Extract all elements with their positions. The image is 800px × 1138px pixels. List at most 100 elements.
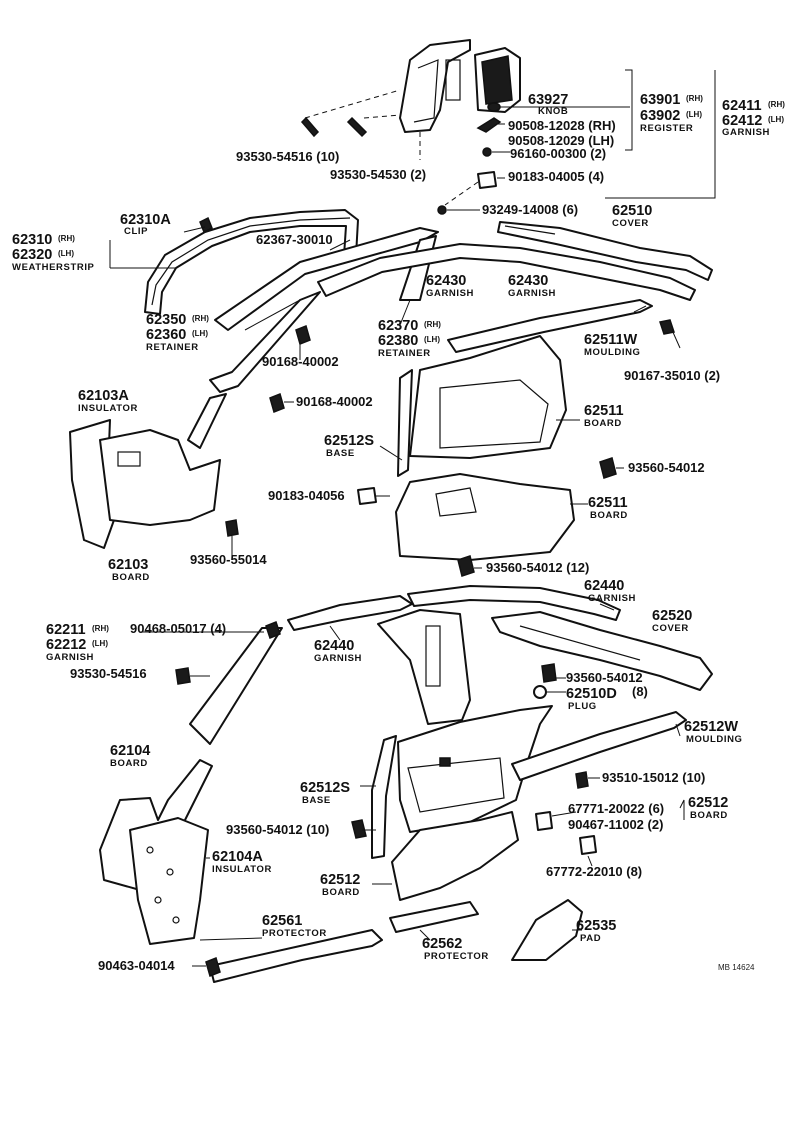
label-63901: 63901 [640, 92, 680, 108]
label-90468: 90468-05017 (4) [130, 621, 226, 636]
label-62562: 62562 [422, 936, 462, 952]
label-90467: 90467-11002 (2) [568, 817, 663, 832]
screw-93530b-part [346, 116, 368, 138]
label-62430-a: 62430 [426, 273, 466, 289]
garnish-62440a-part [287, 595, 413, 631]
protector-62562-part [389, 901, 479, 933]
plug-62510D-part [533, 685, 547, 699]
label-62350-side: (RH) [192, 314, 209, 323]
label-62430-b: 62430 [508, 273, 548, 289]
pad-62535-part [511, 899, 583, 961]
clip-93249-part [437, 205, 447, 215]
garnish-62440b-part [407, 585, 621, 621]
caption-plug: PLUG [568, 701, 597, 712]
caption-board-62103: BOARD [112, 572, 150, 583]
caption-cover-top: COVER [612, 218, 649, 229]
screw-93530c-part [175, 667, 191, 685]
label-62310-side: (RH) [58, 234, 75, 243]
label-93560-55014: 93560-55014 [190, 552, 267, 567]
screw-93560a-part [599, 457, 617, 479]
screw-93530a-part [300, 116, 320, 138]
screw-93560e-part [351, 819, 367, 839]
caption-moulding-a: MOULDING [584, 347, 641, 358]
cover-62510-part [497, 221, 713, 281]
caption-protector-b: PROTECTOR [424, 951, 489, 962]
trim-62103-part [187, 393, 227, 449]
label-62360: 62360 [146, 327, 186, 343]
caption-clip: CLIP [124, 226, 148, 237]
label-62211: 62211 [46, 622, 86, 638]
caption-insulator-b: INSULATOR [212, 864, 272, 875]
caption-garnish-62430-a: GARNISH [426, 288, 474, 299]
label-62510: 62510 [612, 203, 652, 219]
label-62380-side: (LH) [424, 335, 440, 344]
label-62511-b: 62511 [588, 495, 628, 511]
label-62512-a: 62512 [688, 795, 728, 811]
label-62104A: 62104A [212, 849, 263, 865]
caption-knob: KNOB [538, 106, 568, 117]
protector-62561-part [209, 929, 383, 983]
caption-cover-b: COVER [652, 623, 689, 634]
caption-weatherstrip: WEATHERSTRIP [12, 262, 95, 273]
clip-62310A-part [199, 216, 213, 234]
screw-93560d-part [541, 663, 557, 683]
label-62103: 62103 [108, 557, 148, 573]
label-90183-04056: 90183-04056 [268, 488, 345, 503]
label-62211-side: (RH) [92, 624, 109, 633]
insulator-62104A-part [129, 817, 209, 945]
label-62535: 62535 [576, 918, 616, 934]
caption-garnish-62211: GARNISH [46, 652, 94, 663]
label-62520: 62520 [652, 608, 692, 624]
caption-board-62512-a: BOARD [690, 810, 728, 821]
label-62440-b: 62440 [314, 638, 354, 654]
label-63902-side: (LH) [686, 110, 702, 119]
board-62512b-part [391, 811, 519, 901]
label-93510: 93510-15012 (10) [602, 770, 705, 785]
label-62103A: 62103A [78, 388, 129, 404]
pillar-trim-part [377, 609, 471, 725]
label-93530-54516-b: 93530-54516 [70, 666, 147, 681]
knob-part [487, 102, 501, 112]
board-62511a-part [409, 335, 567, 459]
caption-register: REGISTER [640, 123, 693, 134]
caption-board-62511-a: BOARD [584, 418, 622, 429]
screw-90168a-part [295, 324, 311, 346]
caption-insulator-a: INSULATOR [78, 403, 138, 414]
label-62320: 62320 [12, 247, 52, 263]
label-62350: 62350 [146, 312, 186, 328]
caption-base-a: BASE [326, 448, 355, 459]
retainer-62350b-part [209, 291, 321, 393]
clip-67772-part [579, 835, 597, 855]
label-62512S-a: 62512S [324, 433, 374, 449]
moulding-62511W-part [447, 299, 653, 353]
clip-90183b-part [357, 487, 377, 505]
caption-retainer-a: RETAINER [146, 342, 199, 353]
label-62512W: 62512W [684, 719, 738, 735]
nut-part [482, 147, 492, 157]
label-62411-side: (RH) [768, 100, 785, 109]
label-62310A: 62310A [120, 212, 171, 228]
label-93530-54516: 93530-54516 (10) [236, 149, 339, 164]
register-garnish-part [399, 39, 471, 133]
label-90168-a: 90168-40002 [262, 354, 339, 369]
clip-67771-part [535, 811, 553, 831]
caption-garnish-62440-b: GARNISH [314, 653, 362, 664]
screw-93510-part [575, 771, 589, 789]
label-96160: 96160-00300 (2) [510, 146, 606, 161]
caption-garnish-62430-b: GARNISH [508, 288, 556, 299]
label-62561: 62561 [262, 913, 302, 929]
cover-62520-part [491, 611, 713, 691]
screw-93560c-part [457, 555, 475, 577]
register-part [474, 47, 521, 113]
label-90508-lh: 90508-12029 (LH) [508, 133, 614, 148]
label-62212: 62212 [46, 637, 86, 653]
caption-retainer-b: RETAINER [378, 348, 431, 359]
label-62367: 62367-30010 [256, 232, 333, 247]
label-93530-54530: 93530-54530 (2) [330, 167, 426, 182]
caption-moulding-b: MOULDING [686, 734, 743, 745]
label-62412: 62412 [722, 113, 762, 129]
label-90167: 90167-35010 (2) [624, 368, 720, 383]
clip-90463-part [205, 956, 221, 978]
moulding-62512W-part [511, 711, 687, 781]
